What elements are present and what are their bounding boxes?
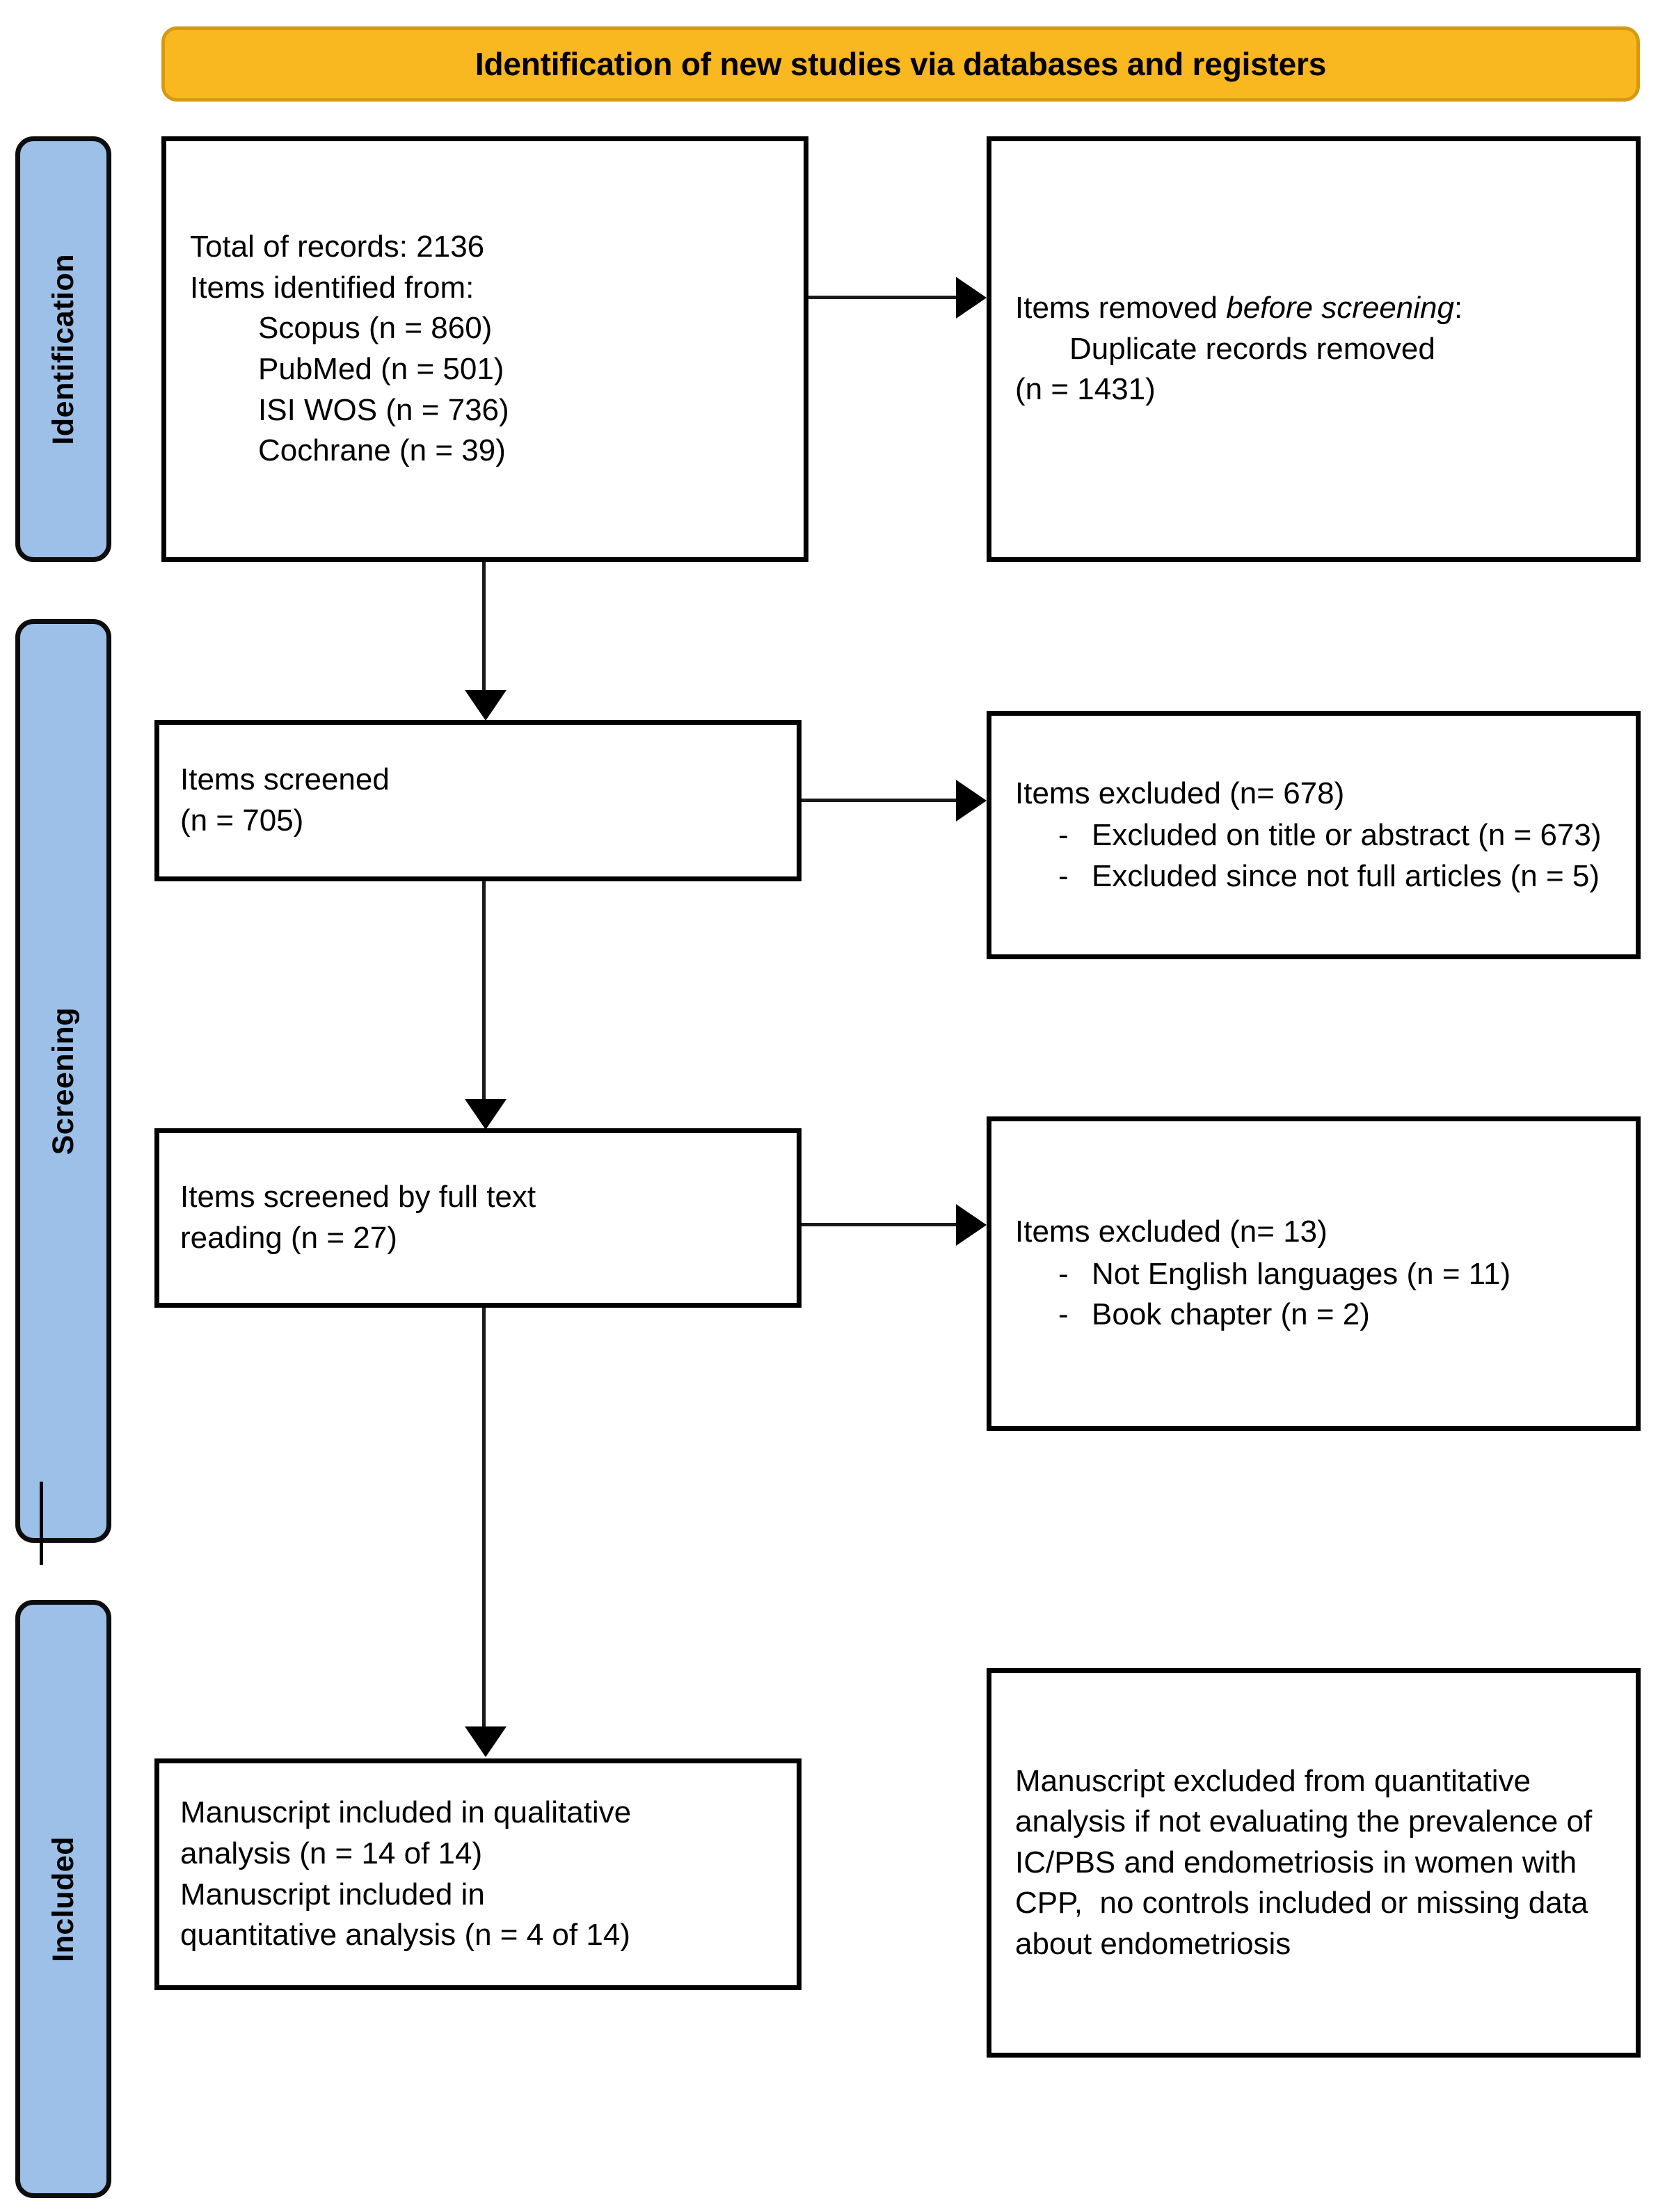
list-item: - Excluded since not full articles (n = … [1015, 856, 1612, 897]
bullet-dash-icon: - [1058, 858, 1069, 893]
connector-fulltext-to-included [482, 1308, 486, 1729]
box-included-text: Manuscript included in qualitative analys… [180, 1793, 776, 1955]
box-excluded-screening: Items excluded (n= 678) - Excluded on ti… [987, 711, 1641, 959]
box-removed-text: Items removed before screening: Duplicate… [1015, 288, 1612, 410]
excluded-not-english: Not English languages (n = 11) [1092, 1256, 1511, 1291]
excluded-fulltext-heading: Items excluded (n= 13) [1015, 1215, 1328, 1249]
connector-identified-to-removed [808, 296, 969, 299]
items-screened-line: Items screened [180, 762, 390, 797]
excluded-title-abstract: Excluded on title or abstract (n = 673) [1092, 818, 1602, 853]
bullet-dash-icon: - [1058, 1297, 1069, 1332]
excluded-fulltext-bullets: - Not English languages (n = 11) - Book … [1015, 1254, 1612, 1336]
box-items-screened: Items screened (n = 705) [154, 720, 802, 881]
manuscript-excluded-text: Manuscript excluded from quantitative an… [1015, 1763, 1601, 1961]
diagram-header-banner: Identification of new studies via databa… [161, 26, 1640, 102]
stage-bar-included: Included [15, 1600, 111, 2198]
connector-fulltext-to-excluded [802, 1223, 969, 1226]
arrow-right-icon [956, 277, 987, 319]
stage-bar-identification: Identification [15, 136, 111, 562]
arrow-right-icon [956, 1204, 987, 1246]
excluded-screening-heading: Items excluded (n= 678) [1015, 776, 1345, 810]
included-quantitative-line-2: quantitative analysis (n = 4 of 14) [180, 1918, 630, 1953]
box-excluded-fulltext: Items excluded (n= 13) - Not English lan… [987, 1116, 1641, 1431]
bullet-dash-icon: - [1058, 1256, 1069, 1291]
stage-label-identification: Identification [46, 253, 80, 445]
included-qualitative-line-2: analysis (n = 14 of 14) [180, 1836, 483, 1870]
items-screened-count: (n = 705) [180, 803, 304, 837]
arrow-down-icon [465, 690, 507, 721]
included-qualitative-line-1: Manuscript included in qualitative [180, 1795, 632, 1830]
included-quantitative-line-1: Manuscript included in [180, 1877, 485, 1912]
connector-screened-to-fulltext [482, 881, 486, 1103]
box-fulltext-screened: Items screened by full text reading (n = … [154, 1128, 802, 1308]
source-pubmed: PubMed (n = 501) [258, 352, 504, 386]
list-item: - Not English languages (n = 11) [1015, 1254, 1612, 1295]
total-records-line: Total of records: 2136 [190, 230, 485, 264]
banner-title: Identification of new studies via databa… [475, 46, 1327, 82]
source-isi-wos: ISI WOS (n = 736) [258, 392, 509, 427]
source-scopus: Scopus (n = 860) [258, 311, 493, 346]
connector-identified-to-screened [482, 562, 486, 696]
excluded-not-full-articles: Excluded since not full articles (n = 5) [1092, 858, 1600, 893]
bullet-dash-icon: - [1058, 818, 1069, 853]
duplicate-records-line: Duplicate records removed [1069, 331, 1435, 366]
arrow-right-icon [956, 780, 987, 822]
removed-lead: Items removed [1015, 291, 1227, 326]
arrow-down-icon [465, 1099, 507, 1130]
stage-bar-screening: Screening [15, 619, 111, 1543]
box-manuscript-excluded-quantitative: Manuscript excluded from quantitative an… [987, 1668, 1641, 2058]
box-manuscripts-included: Manuscript included in qualitative analys… [154, 1758, 802, 1990]
stage-divider-tick [40, 1482, 43, 1565]
excluded-book-chapter: Book chapter (n = 2) [1092, 1297, 1370, 1332]
removed-lead-italic: before screening [1226, 291, 1454, 326]
identified-from-line: Items identified from: [190, 270, 475, 305]
source-cochrane: Cochrane (n = 39) [258, 433, 506, 468]
duplicate-count-line: (n = 1431) [1015, 372, 1156, 407]
excluded-screening-bullets: - Excluded on title or abstract (n = 673… [1015, 815, 1612, 897]
box-fulltext-text: Items screened by full text reading (n = … [180, 1177, 776, 1258]
box-removed-before-screening: Items removed before screening: Duplicate… [987, 136, 1641, 562]
list-item: - Book chapter (n = 2) [1015, 1295, 1612, 1336]
arrow-down-icon [465, 1726, 507, 1757]
stage-label-included: Included [46, 1836, 80, 1962]
connector-screened-to-excluded [802, 799, 969, 802]
fulltext-line-2: reading (n = 27) [180, 1221, 397, 1255]
list-item: - Excluded on title or abstract (n = 673… [1015, 815, 1612, 856]
box-items-screened-text: Items screened (n = 705) [180, 760, 776, 841]
removed-lead-end: : [1453, 291, 1463, 326]
stage-label-screening: Screening [46, 1007, 80, 1155]
fulltext-line-1: Items screened by full text [180, 1180, 536, 1215]
